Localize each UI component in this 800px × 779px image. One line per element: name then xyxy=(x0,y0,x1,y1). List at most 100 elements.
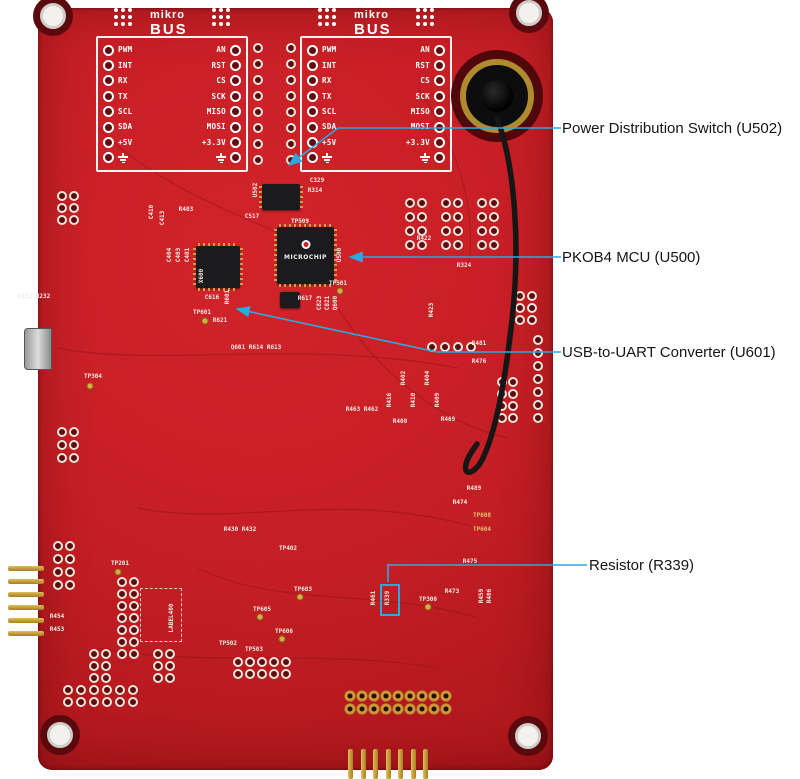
pin-label-right: SCK xyxy=(211,91,226,101)
pin-hole xyxy=(230,90,241,102)
pin-hole xyxy=(434,44,445,56)
mikrobus-logo-bottom: BUS xyxy=(150,21,188,38)
gold-pin xyxy=(360,749,366,779)
gold-pin xyxy=(423,749,428,779)
pin-hole xyxy=(307,121,318,133)
pin-label-right: MOSI xyxy=(410,122,430,132)
gold-pin xyxy=(8,605,44,610)
callout-usb-uart-converter: USB-to-UART Converter (U601) xyxy=(562,344,776,361)
gold-pin xyxy=(385,749,391,779)
mikrobus-pin-row: +5V +3.3V xyxy=(103,137,241,149)
pin-label-right: RST xyxy=(415,60,430,70)
pin-hole xyxy=(230,152,241,164)
callout-resistor-r339: Resistor (R339) xyxy=(589,557,695,574)
pin-hole xyxy=(434,75,445,87)
mikrobus-pin-row: +5V +3.3V xyxy=(307,137,445,149)
chip-pins xyxy=(259,186,303,208)
pin-label-left: SCL xyxy=(118,106,133,116)
mikrobus-logo-bottom: BUS xyxy=(354,21,392,38)
mikrobus-pin-row: PWM AN xyxy=(103,44,241,56)
mikrobus-logo-2: mikro BUS xyxy=(354,9,392,38)
callout-pkob4-mcu: PKOB4 MCU (U500) xyxy=(562,249,701,266)
power-jack xyxy=(451,50,543,142)
pin-label-left: INT xyxy=(322,60,337,70)
pin-hole xyxy=(434,121,445,133)
mikrobus-logo-top: mikro xyxy=(150,9,185,21)
mikrobus-logo-1: mikro BUS xyxy=(150,9,188,38)
mounting-hole xyxy=(47,722,73,748)
ground-icon xyxy=(118,153,128,163)
chip-u601-usb-uart xyxy=(193,243,243,291)
mikrobus-logo-top: mikro xyxy=(354,9,389,21)
pin-hole xyxy=(307,75,318,87)
pin-label-left: RX xyxy=(322,76,332,86)
ground-icon xyxy=(322,153,332,163)
pin-hole xyxy=(103,75,114,87)
pin-hole xyxy=(103,121,114,133)
pin-label-left: SDA xyxy=(322,122,337,132)
pin-label-left: SDA xyxy=(118,122,133,132)
gold-pin xyxy=(8,566,44,571)
pin-hole xyxy=(307,44,318,56)
chip-pins xyxy=(198,243,238,291)
mikrobus-pin-row: TX SCK xyxy=(103,90,241,102)
pin-hole xyxy=(103,106,114,118)
ground-icon xyxy=(216,153,226,163)
pin-hole xyxy=(103,59,114,71)
pin-label-left: PWM xyxy=(118,45,133,55)
pin-label-right: SCK xyxy=(415,91,430,101)
mikrobus-pin-row: SCL MISO xyxy=(103,106,241,118)
mounting-hole xyxy=(516,0,542,26)
mikrobus-pin-row: INT RST xyxy=(307,59,445,71)
pin-label-right: +3.3V xyxy=(405,137,430,147)
resistor-r339-highlight-box xyxy=(380,584,400,616)
micro-usb-connector xyxy=(24,328,52,370)
pin-label-left: RX xyxy=(118,76,128,86)
pin-label-right: AN xyxy=(420,45,430,55)
pin-hole xyxy=(230,121,241,133)
pin-hole xyxy=(434,106,445,118)
pin-label-right: AN xyxy=(216,45,226,55)
mounting-hole xyxy=(515,723,541,749)
pin-label-left: TX xyxy=(322,91,332,101)
gold-pin xyxy=(8,579,44,584)
pin-label-right: CS xyxy=(420,76,430,86)
pin-label-right: +3.3V xyxy=(201,137,226,147)
pin-hole xyxy=(307,90,318,102)
pin-hole xyxy=(434,137,445,149)
pin-hole xyxy=(434,59,445,71)
gold-pin xyxy=(373,749,378,779)
mounting-hole xyxy=(40,3,66,29)
pin-label-left: TX xyxy=(118,91,128,101)
gold-pin xyxy=(8,618,44,623)
pin-label-right: MISO xyxy=(206,106,226,116)
pin-label-left: +5V xyxy=(118,137,133,147)
chip-q602 xyxy=(280,292,300,308)
mikrobus-pin-row: RX CS xyxy=(307,75,445,87)
gold-pin xyxy=(8,631,44,636)
pin-label-right: MISO xyxy=(410,106,430,116)
chip-u502-power-switch xyxy=(259,184,303,210)
pin-label-left: INT xyxy=(118,60,133,70)
pin-hole xyxy=(434,152,445,164)
pin-hole xyxy=(307,59,318,71)
mikrobus-pin-row xyxy=(307,152,445,164)
pin-hole xyxy=(307,137,318,149)
pin-hole xyxy=(307,152,318,164)
callout-power-distribution-switch: Power Distribution Switch (U502) xyxy=(562,120,783,137)
pin-hole xyxy=(103,137,114,149)
pin-label-left: +5V xyxy=(322,137,337,147)
chip-pins xyxy=(279,224,332,287)
pin-label-right: RST xyxy=(211,60,226,70)
gold-pin xyxy=(348,749,353,779)
pin-hole xyxy=(307,106,318,118)
power-jack-core xyxy=(481,80,513,112)
pin-hole xyxy=(230,106,241,118)
gold-pin xyxy=(398,749,403,779)
pin-label-left: SCL xyxy=(322,106,337,116)
